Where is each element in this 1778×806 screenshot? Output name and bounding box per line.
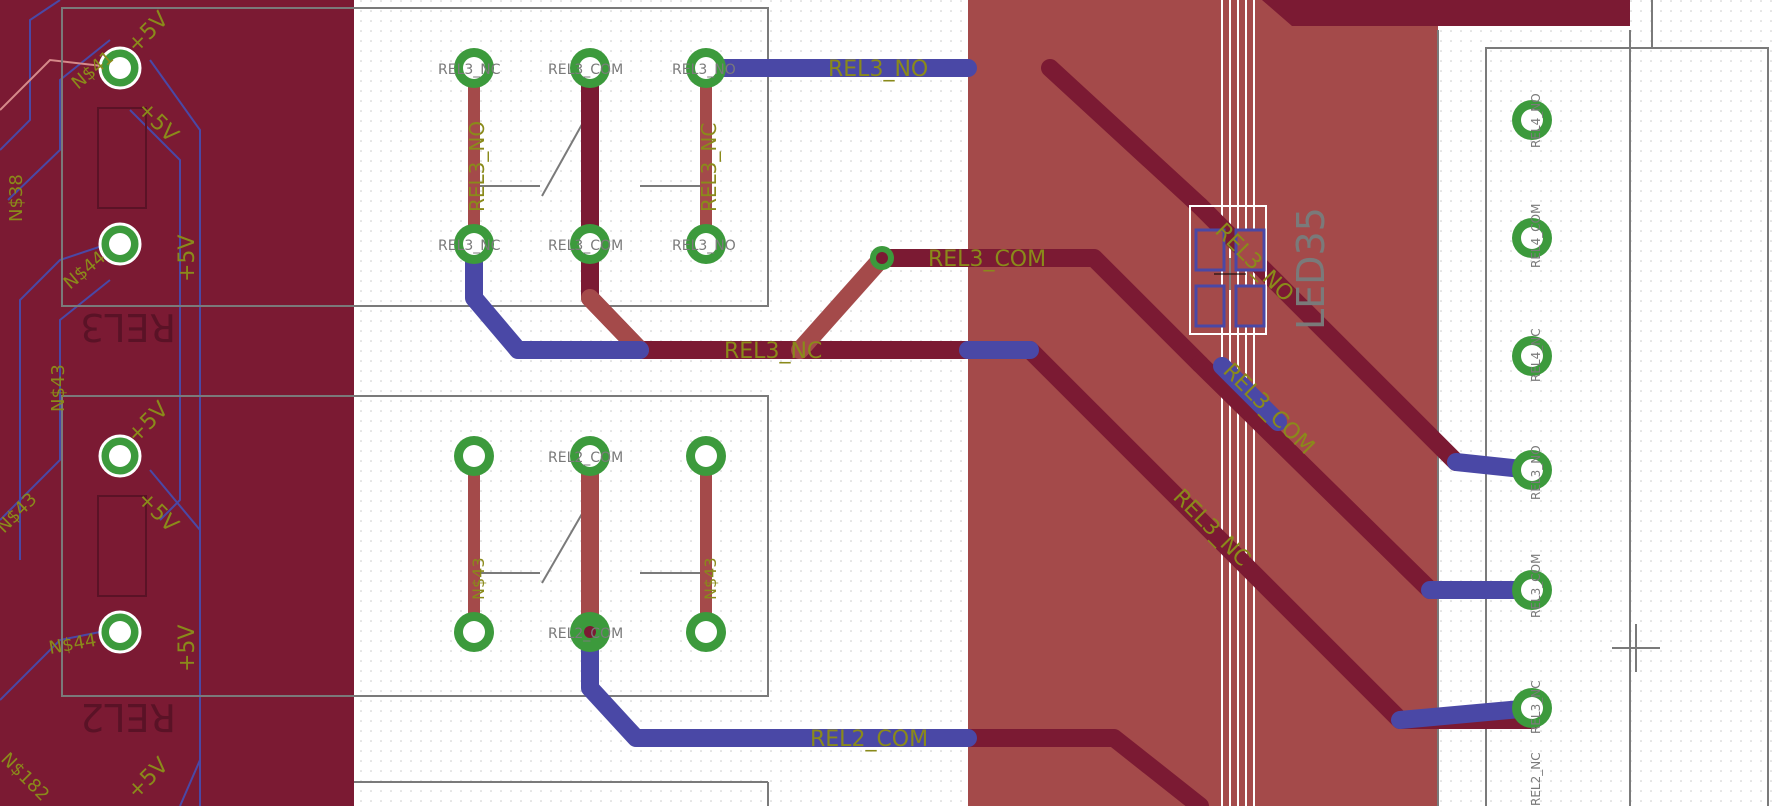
- connector-pad-label: REL2_NC: [1529, 752, 1543, 806]
- copper-pour-top-right: [1262, 0, 1630, 26]
- pad-label: REL2_COM: [548, 626, 623, 642]
- pads-layer[interactable]: [98, 46, 1552, 728]
- pad-label: REL2_COM: [548, 450, 623, 466]
- via-drill: [584, 626, 596, 638]
- connector-pad-label: REL3_COM: [1529, 554, 1543, 618]
- pad-hole: [579, 445, 601, 467]
- ref-designator-rel2: REL2: [80, 695, 176, 739]
- pad-hole: [463, 233, 485, 255]
- pad-label: N$43: [469, 557, 488, 600]
- pad-hole: [109, 445, 131, 467]
- net-label-rel3-no-vertical: REL3_NO: [465, 121, 489, 212]
- pad-hole: [463, 445, 485, 467]
- pad-label: REL3_COM: [548, 238, 623, 254]
- pad-hole: [1521, 227, 1543, 249]
- connector-pad-label: REL3_NC: [1529, 680, 1543, 734]
- left-bottom-traces: [0, 0, 201, 806]
- pad-label: REL3_COM: [548, 62, 623, 78]
- via-drill: [876, 252, 888, 264]
- net-label-rel2-com: REL2_COM: [810, 727, 928, 752]
- net-label-rel3-nc-vertical: REL3_NC: [697, 123, 721, 212]
- pad-label: REL3_NO: [672, 62, 736, 78]
- connector-pad-label: REL3_NO: [1529, 445, 1543, 500]
- pad-hole: [695, 233, 717, 255]
- connector-pad-label: REL4_NO: [1529, 93, 1543, 148]
- pad-hole: [695, 57, 717, 79]
- pad-label: N$43: [701, 557, 720, 600]
- pad-label: REL3_NO: [672, 238, 736, 254]
- pad-label: REL3_NC: [438, 238, 501, 254]
- net-label-rel3-com: REL3_COM: [928, 247, 1046, 272]
- relay-outlines: [61, 7, 769, 806]
- pad-hole: [463, 621, 485, 643]
- pad-hole: [463, 57, 485, 79]
- connector-pad-label: REL4_COM: [1529, 204, 1543, 268]
- power-label: +5V: [175, 235, 200, 282]
- pad-hole: [1521, 109, 1543, 131]
- net-label-rel3-nc: REL3_NC: [724, 339, 822, 364]
- pad-hole: [1521, 459, 1543, 481]
- pad-hole: [695, 621, 717, 643]
- pad-hole: [579, 233, 601, 255]
- connector-pad-label: REL4_NC: [1529, 328, 1543, 382]
- pad-hole: [109, 621, 131, 643]
- pad-hole: [695, 445, 717, 467]
- ref-designator-led35: LED35: [1289, 207, 1333, 330]
- pad-hole: [1521, 697, 1543, 719]
- net-label-rel3-no: REL3_NO: [828, 57, 928, 82]
- connector-outline: [1437, 0, 1769, 806]
- ref-designator-rel3: REL3: [80, 305, 176, 349]
- pad-label: REL3_NC: [438, 62, 501, 78]
- pad-hole: [1521, 345, 1543, 367]
- side-net-label: N$38: [6, 174, 27, 222]
- pad-hole: [579, 57, 601, 79]
- pad-hole: [109, 233, 131, 255]
- left-top-outline: [0, 58, 121, 111]
- side-net-label: N$43: [48, 364, 69, 412]
- pad-hole: [109, 57, 131, 79]
- pad-hole: [1521, 579, 1543, 601]
- power-label: +5V: [175, 625, 200, 672]
- led-footprint[interactable]: [1189, 205, 1267, 335]
